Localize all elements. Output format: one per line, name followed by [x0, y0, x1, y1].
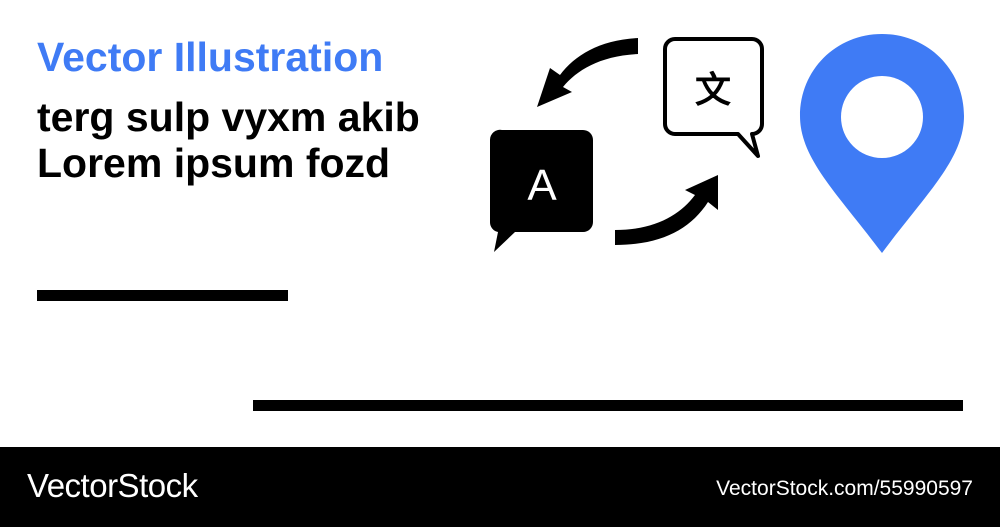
footer-url: VectorStock.com/55990597 — [716, 477, 973, 500]
arrow-clockwise-icon — [615, 175, 718, 245]
footer-brand: VectorStock — [27, 467, 198, 504]
divider-bar-short — [37, 290, 288, 301]
bubble-letter-wen: 文 — [695, 70, 731, 111]
body-text: terg sulp vyxm akib Lorem ipsum fozd — [37, 94, 420, 186]
divider-bar-long — [253, 400, 963, 411]
footer: VectorStock VectorStock.com/55990597 — [0, 447, 1000, 527]
speech-bubble-wen-icon: 文 — [663, 37, 764, 158]
speech-bubble-a-icon: A — [489, 129, 593, 252]
location-pin-icon — [800, 34, 964, 253]
bubble-letter-a: A — [527, 161, 557, 210]
translate-icon: A 文 — [489, 37, 764, 252]
heading: Vector Illustration — [37, 34, 384, 80]
arrow-counterclockwise-icon — [537, 38, 638, 107]
